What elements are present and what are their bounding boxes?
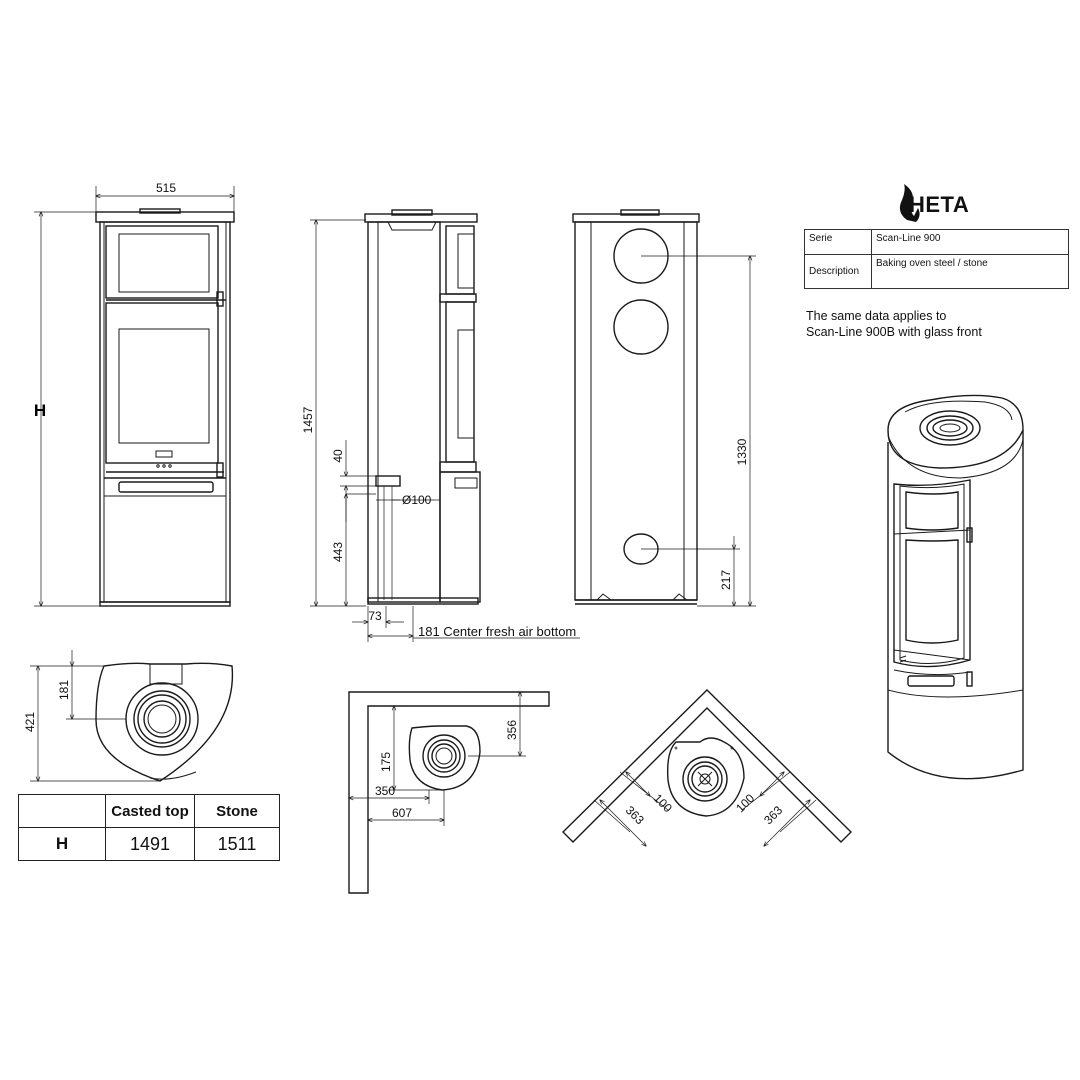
spec-value: Baking oven steel / stone [871,254,1069,289]
brand-name: HETA [909,192,970,217]
height-table-header-cell: Stone [194,794,280,828]
front-view: 515 H [34,181,235,607]
note-line-1: The same data applies to [806,309,947,323]
top-view: 421 181 [23,650,234,782]
inlet-height-label: 443 [331,542,345,562]
height-table-header-cell [18,794,106,828]
top-depth-label: 421 [23,712,37,732]
spec-key: Description [804,254,872,289]
height-table-header: Casted top Stone [18,794,280,828]
spec-table: Serie Scan-Line 900 Description Baking o… [804,229,1069,289]
inlet-depth-label: 73 [368,609,382,623]
spec-key: Serie [804,229,872,255]
top-center-depth-label: 181 [57,680,71,700]
flame-logo-icon [899,184,920,222]
height-row-label: H [18,827,106,861]
corner-right-depth-label: 363 [761,803,785,827]
stove-3d-view [887,394,1024,780]
wall-side-clearance-label: 356 [505,720,519,740]
spec-value: Scan-Line 900 [871,229,1069,255]
front-height-label: H [34,401,46,420]
applies-note: The same data applies to Scan-Line 900B … [806,308,982,340]
wall-center-side-label: 350 [375,784,395,798]
side-view: 1457 40 443 Ø100 73 181 Center fresh air… [301,209,580,642]
inlet-diameter-label: Ø100 [402,493,432,507]
height-stone: 1511 [194,827,280,861]
center-fresh-air-label: 181 Center fresh air bottom [418,624,576,639]
rear-view: 1330 217 [572,209,756,606]
front-width-label: 515 [156,181,176,195]
corner-right-distance-label: 100 [733,791,757,815]
spec-row: Description Baking oven steel / stone [804,254,1069,289]
wall-back-clearance-label: 175 [379,752,393,772]
wall-total-label: 607 [392,806,412,820]
height-table-header-cell: Casted top [105,794,195,828]
outlet-height-label: 1330 [735,438,749,465]
height-table-row: H 1491 1511 [18,827,280,861]
pipe-offset-label: 40 [331,449,345,463]
height-table: Casted top Stone H 1491 1511 [18,794,280,861]
corner-placement: 100 363 100 363 [562,689,852,846]
side-height-label: 1457 [301,406,315,433]
height-casted-top: 1491 [105,827,195,861]
corner-left-depth-label: 363 [623,803,647,827]
wall-placement: 356 175 350 607 [348,691,550,894]
note-line-2: Scan-Line 900B with glass front [806,325,982,339]
brand: HETA [893,192,969,218]
lower-outlet-height-label: 217 [719,570,733,590]
spec-row: Serie Scan-Line 900 [804,229,1069,255]
